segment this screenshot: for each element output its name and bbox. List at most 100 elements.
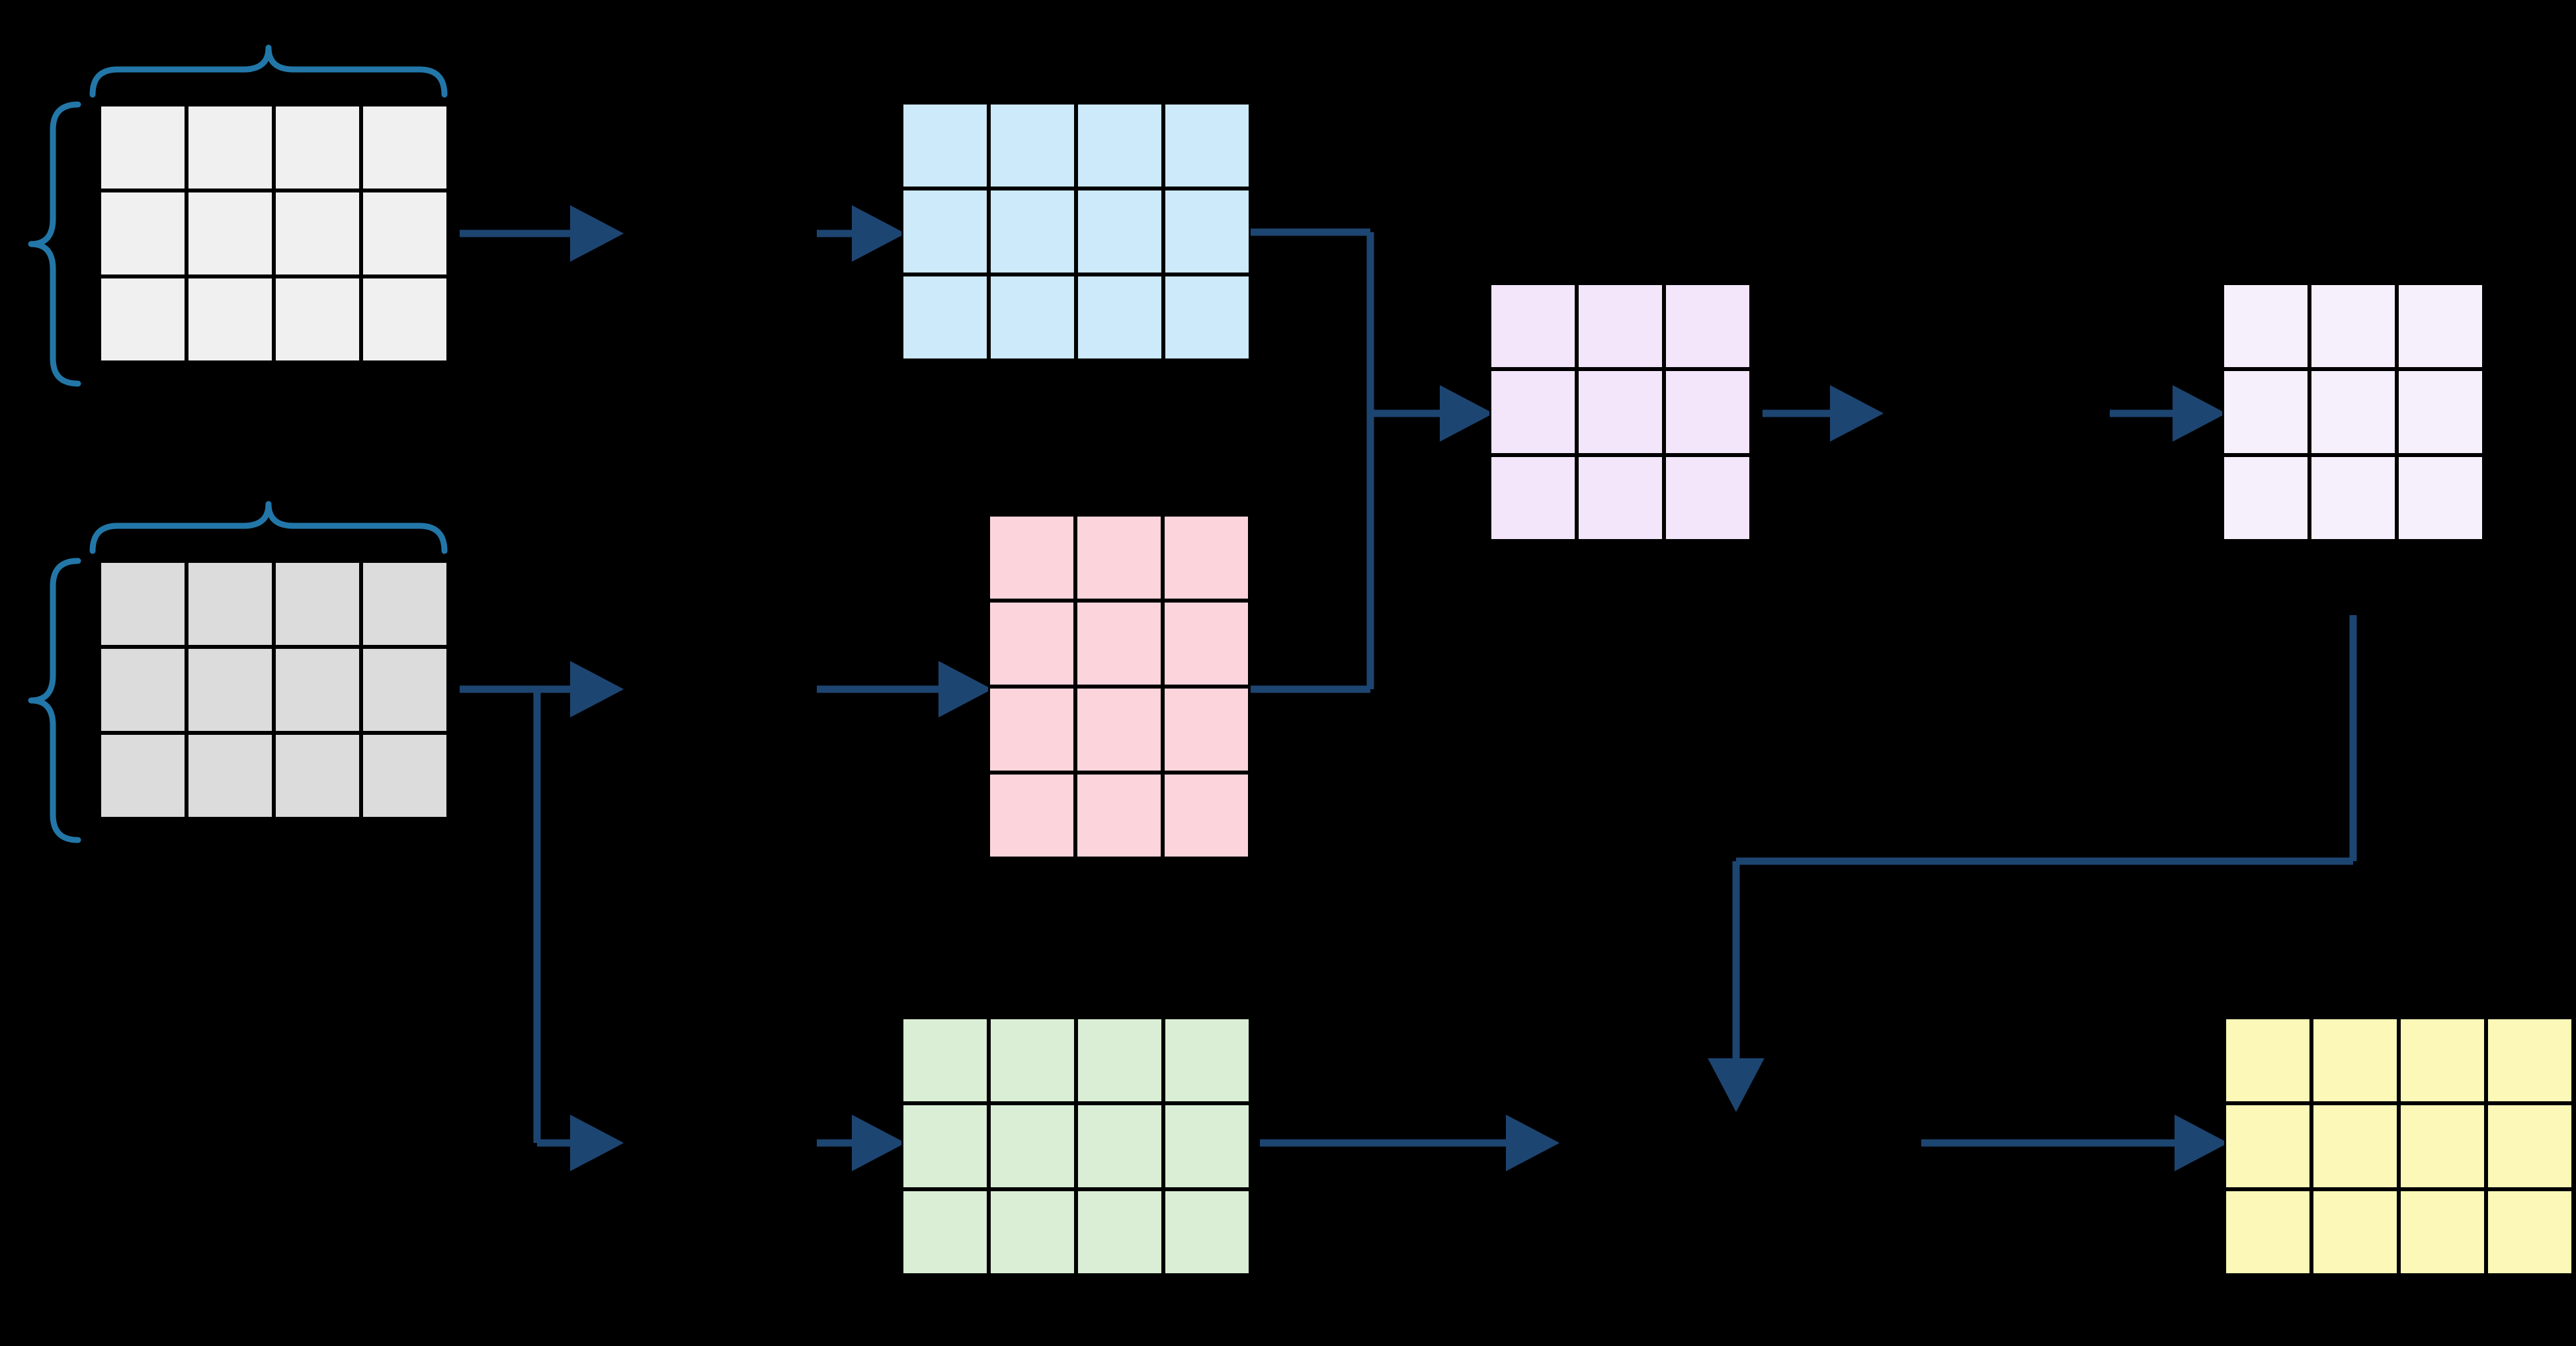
matrix-cell <box>1489 369 1577 455</box>
matrix-cell <box>2397 369 2484 455</box>
matrix-cell <box>1664 369 1751 455</box>
matrix-cell <box>988 515 1075 601</box>
matrix-cell <box>988 687 1075 773</box>
matrix-cell <box>187 733 274 819</box>
matrix-cell <box>1163 103 1251 189</box>
matrix-cell <box>99 190 187 276</box>
purple-matrix[interactable] <box>1489 283 1751 541</box>
brace-left-gray-matrix <box>28 558 81 843</box>
matrix-cell <box>1163 1017 1251 1103</box>
matrix-cell <box>2486 1017 2573 1103</box>
matrix-cell <box>1664 283 1751 369</box>
matrix-cell <box>2486 1189 2573 1275</box>
matrix-cell <box>1076 103 1163 189</box>
matrix-cell <box>2222 455 2309 541</box>
matrix-cell <box>274 647 361 733</box>
matrix-cell <box>1076 1103 1163 1189</box>
matrix-cell <box>99 647 187 733</box>
matrix-cell <box>989 189 1076 274</box>
matrix-cell <box>989 274 1076 360</box>
matrix-cell <box>988 601 1075 687</box>
matrix-cell <box>901 1103 989 1189</box>
matrix-cell <box>901 189 989 274</box>
brace-top-gray-matrix <box>89 501 448 554</box>
matrix-cell <box>2311 1103 2399 1189</box>
lavender-output-matrix[interactable] <box>2222 283 2484 541</box>
matrix-cell <box>989 1103 1076 1189</box>
matrix-cell <box>274 276 361 362</box>
white-input-matrix[interactable] <box>99 105 448 362</box>
pink-matrix[interactable] <box>988 515 1250 859</box>
matrix-cell <box>2309 369 2397 455</box>
matrix-cell <box>361 276 448 362</box>
matrix-cell <box>2224 1017 2311 1103</box>
blue-matrix[interactable] <box>901 103 1251 360</box>
matrix-cell <box>2397 283 2484 369</box>
matrix-cell <box>901 1017 989 1103</box>
matrix-cell <box>187 190 274 276</box>
matrix-cell <box>1577 455 1664 541</box>
matrix-cell <box>988 773 1075 859</box>
matrix-cell <box>2309 455 2397 541</box>
matrix-cell <box>2399 1189 2486 1275</box>
matrix-cell <box>187 105 274 190</box>
matrix-cell <box>187 276 274 362</box>
matrix-cell <box>2311 1189 2399 1275</box>
matrix-cell <box>2224 1189 2311 1275</box>
matrix-cell <box>1076 1189 1163 1275</box>
matrix-cell <box>187 647 274 733</box>
matrix-cell <box>361 190 448 276</box>
matrix-cell <box>361 105 448 190</box>
matrix-cell <box>2399 1103 2486 1189</box>
matrix-cell <box>1075 515 1163 601</box>
matrix-cell <box>274 561 361 647</box>
matrix-cell <box>2311 1017 2399 1103</box>
matrix-cell <box>1076 189 1163 274</box>
matrix-cell <box>361 647 448 733</box>
matrix-cell <box>1076 1017 1163 1103</box>
matrix-cell <box>1577 283 1664 369</box>
matrix-cell <box>361 733 448 819</box>
matrix-cell <box>1075 687 1163 773</box>
matrix-cell <box>2397 455 2484 541</box>
brace-top-white-matrix <box>89 44 448 98</box>
matrix-cell <box>1489 455 1577 541</box>
matrix-cell <box>901 1189 989 1275</box>
matrix-cell <box>2309 283 2397 369</box>
matrix-cell <box>901 103 989 189</box>
matrix-cell <box>1163 515 1250 601</box>
matrix-cell <box>99 733 187 819</box>
matrix-cell <box>989 1017 1076 1103</box>
matrix-cell <box>274 190 361 276</box>
matrix-cell <box>99 276 187 362</box>
brace-left-white-matrix <box>28 101 81 387</box>
matrix-cell <box>1163 1189 1251 1275</box>
matrix-cell <box>361 561 448 647</box>
matrix-cell <box>2224 1103 2311 1189</box>
matrix-cell <box>1076 274 1163 360</box>
matrix-cell <box>1489 283 1577 369</box>
matrix-cell <box>2222 283 2309 369</box>
matrix-cell <box>99 105 187 190</box>
matrix-cell <box>187 561 274 647</box>
matrix-cell <box>1075 601 1163 687</box>
matrix-cell <box>1163 687 1250 773</box>
matrix-cell <box>989 103 1076 189</box>
green-matrix[interactable] <box>901 1017 1251 1275</box>
matrix-cell <box>1664 455 1751 541</box>
gray-input-matrix[interactable] <box>99 561 448 819</box>
yellow-output-matrix[interactable] <box>2224 1017 2573 1275</box>
matrix-cell <box>1075 773 1163 859</box>
matrix-cell <box>989 1189 1076 1275</box>
matrix-cell <box>1577 369 1664 455</box>
matrix-cell <box>2486 1103 2573 1189</box>
matrix-cell <box>2222 369 2309 455</box>
matrix-cell <box>1163 1103 1251 1189</box>
matrix-cell <box>901 274 989 360</box>
matrix-cell <box>274 105 361 190</box>
matrix-cell <box>1163 274 1251 360</box>
matrix-cell <box>1163 189 1251 274</box>
matrix-cell <box>1163 601 1250 687</box>
matrix-cell <box>2399 1017 2486 1103</box>
